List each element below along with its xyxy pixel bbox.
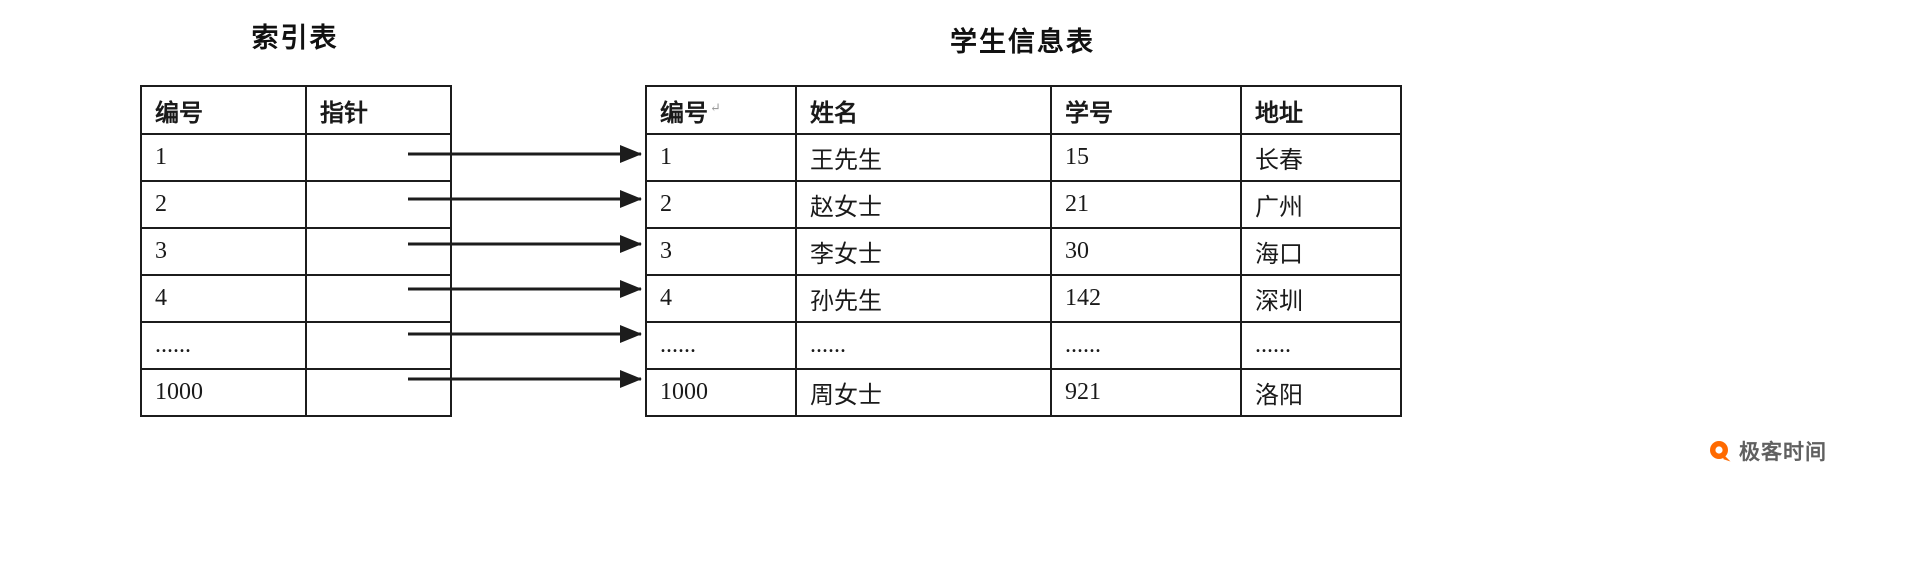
pointer-cell xyxy=(305,274,452,323)
student-number-cell: 142 xyxy=(1050,274,1242,323)
index-id-cell: 3 xyxy=(140,227,307,276)
student-header-id: 编号↵ xyxy=(645,85,797,135)
student-address-cell: ...... xyxy=(1240,321,1402,370)
student-name-cell: 赵女士 xyxy=(795,180,1052,229)
student-id-cell: 1000 xyxy=(645,368,797,417)
student-id-cell: 4 xyxy=(645,274,797,323)
student-table: 编号↵ 姓名 学号 地址 1 王先生 15 长春 2 赵女士 21 广州 3 李… xyxy=(645,85,1402,417)
student-address-cell: 海口 xyxy=(1240,227,1402,276)
student-name-cell: 周女士 xyxy=(795,368,1052,417)
student-header-number: 学号 xyxy=(1050,85,1242,135)
table-row: 1 xyxy=(140,133,452,182)
pointer-cell xyxy=(305,368,452,417)
table-row: 2 赵女士 21 广州 xyxy=(645,180,1402,229)
student-address-cell: 深圳 xyxy=(1240,274,1402,323)
table-row: 2 xyxy=(140,180,452,229)
index-header-id: 编号 xyxy=(140,85,307,135)
student-name-cell: 孙先生 xyxy=(795,274,1052,323)
table-row: 1 王先生 15 长春 xyxy=(645,133,1402,182)
pointer-cell xyxy=(305,227,452,276)
geektime-logo: 极客时间 xyxy=(1708,436,1827,466)
pointer-cell xyxy=(305,321,452,370)
student-number-cell: 921 xyxy=(1050,368,1242,417)
student-header-address: 地址 xyxy=(1240,85,1402,135)
table-row: 3 xyxy=(140,227,452,276)
index-id-cell: ...... xyxy=(140,321,307,370)
student-id-cell: ...... xyxy=(645,321,797,370)
student-address-cell: 广州 xyxy=(1240,180,1402,229)
student-number-cell: 15 xyxy=(1050,133,1242,182)
student-id-cell: 3 xyxy=(645,227,797,276)
index-table: 编号 指针 1 2 3 4 ...... xyxy=(140,85,452,417)
student-address-cell: 洛阳 xyxy=(1240,368,1402,417)
table-row: 1000 周女士 921 洛阳 xyxy=(645,368,1402,417)
index-id-cell: 2 xyxy=(140,180,307,229)
pilcrow-mark: ↵ xyxy=(710,99,721,115)
student-header-row: 编号↵ 姓名 学号 地址 xyxy=(645,85,1402,135)
student-header-name: 姓名 xyxy=(795,85,1052,135)
index-header-row: 编号 指针 xyxy=(140,85,452,135)
index-id-cell: 1 xyxy=(140,133,307,182)
table-row: 1000 xyxy=(140,368,452,417)
student-name-cell: ...... xyxy=(795,321,1052,370)
student-table-title: 学生信息表 xyxy=(950,27,1095,57)
table-row: 4 孙先生 142 深圳 xyxy=(645,274,1402,323)
geektime-logo-icon xyxy=(1710,441,1731,462)
index-header-pointer: 指针 xyxy=(305,85,452,135)
student-number-cell: ...... xyxy=(1050,321,1242,370)
table-row: 4 xyxy=(140,274,452,323)
index-table-title: 索引表 xyxy=(251,23,339,53)
student-id-cell: 1 xyxy=(645,133,797,182)
index-id-cell: 1000 xyxy=(140,368,307,417)
index-id-cell: 4 xyxy=(140,274,307,323)
student-number-cell: 21 xyxy=(1050,180,1242,229)
student-address-cell: 长春 xyxy=(1240,133,1402,182)
table-row: 3 李女士 30 海口 xyxy=(645,227,1402,276)
table-row: ...... ...... ...... ...... xyxy=(645,321,1402,370)
pointer-cell xyxy=(305,133,452,182)
student-number-cell: 30 xyxy=(1050,227,1242,276)
student-id-cell: 2 xyxy=(645,180,797,229)
geektime-logo-text: 极客时间 xyxy=(1739,441,1827,464)
table-row: ...... xyxy=(140,321,452,370)
pointer-cell xyxy=(305,180,452,229)
student-name-cell: 王先生 xyxy=(795,133,1052,182)
student-name-cell: 李女士 xyxy=(795,227,1052,276)
